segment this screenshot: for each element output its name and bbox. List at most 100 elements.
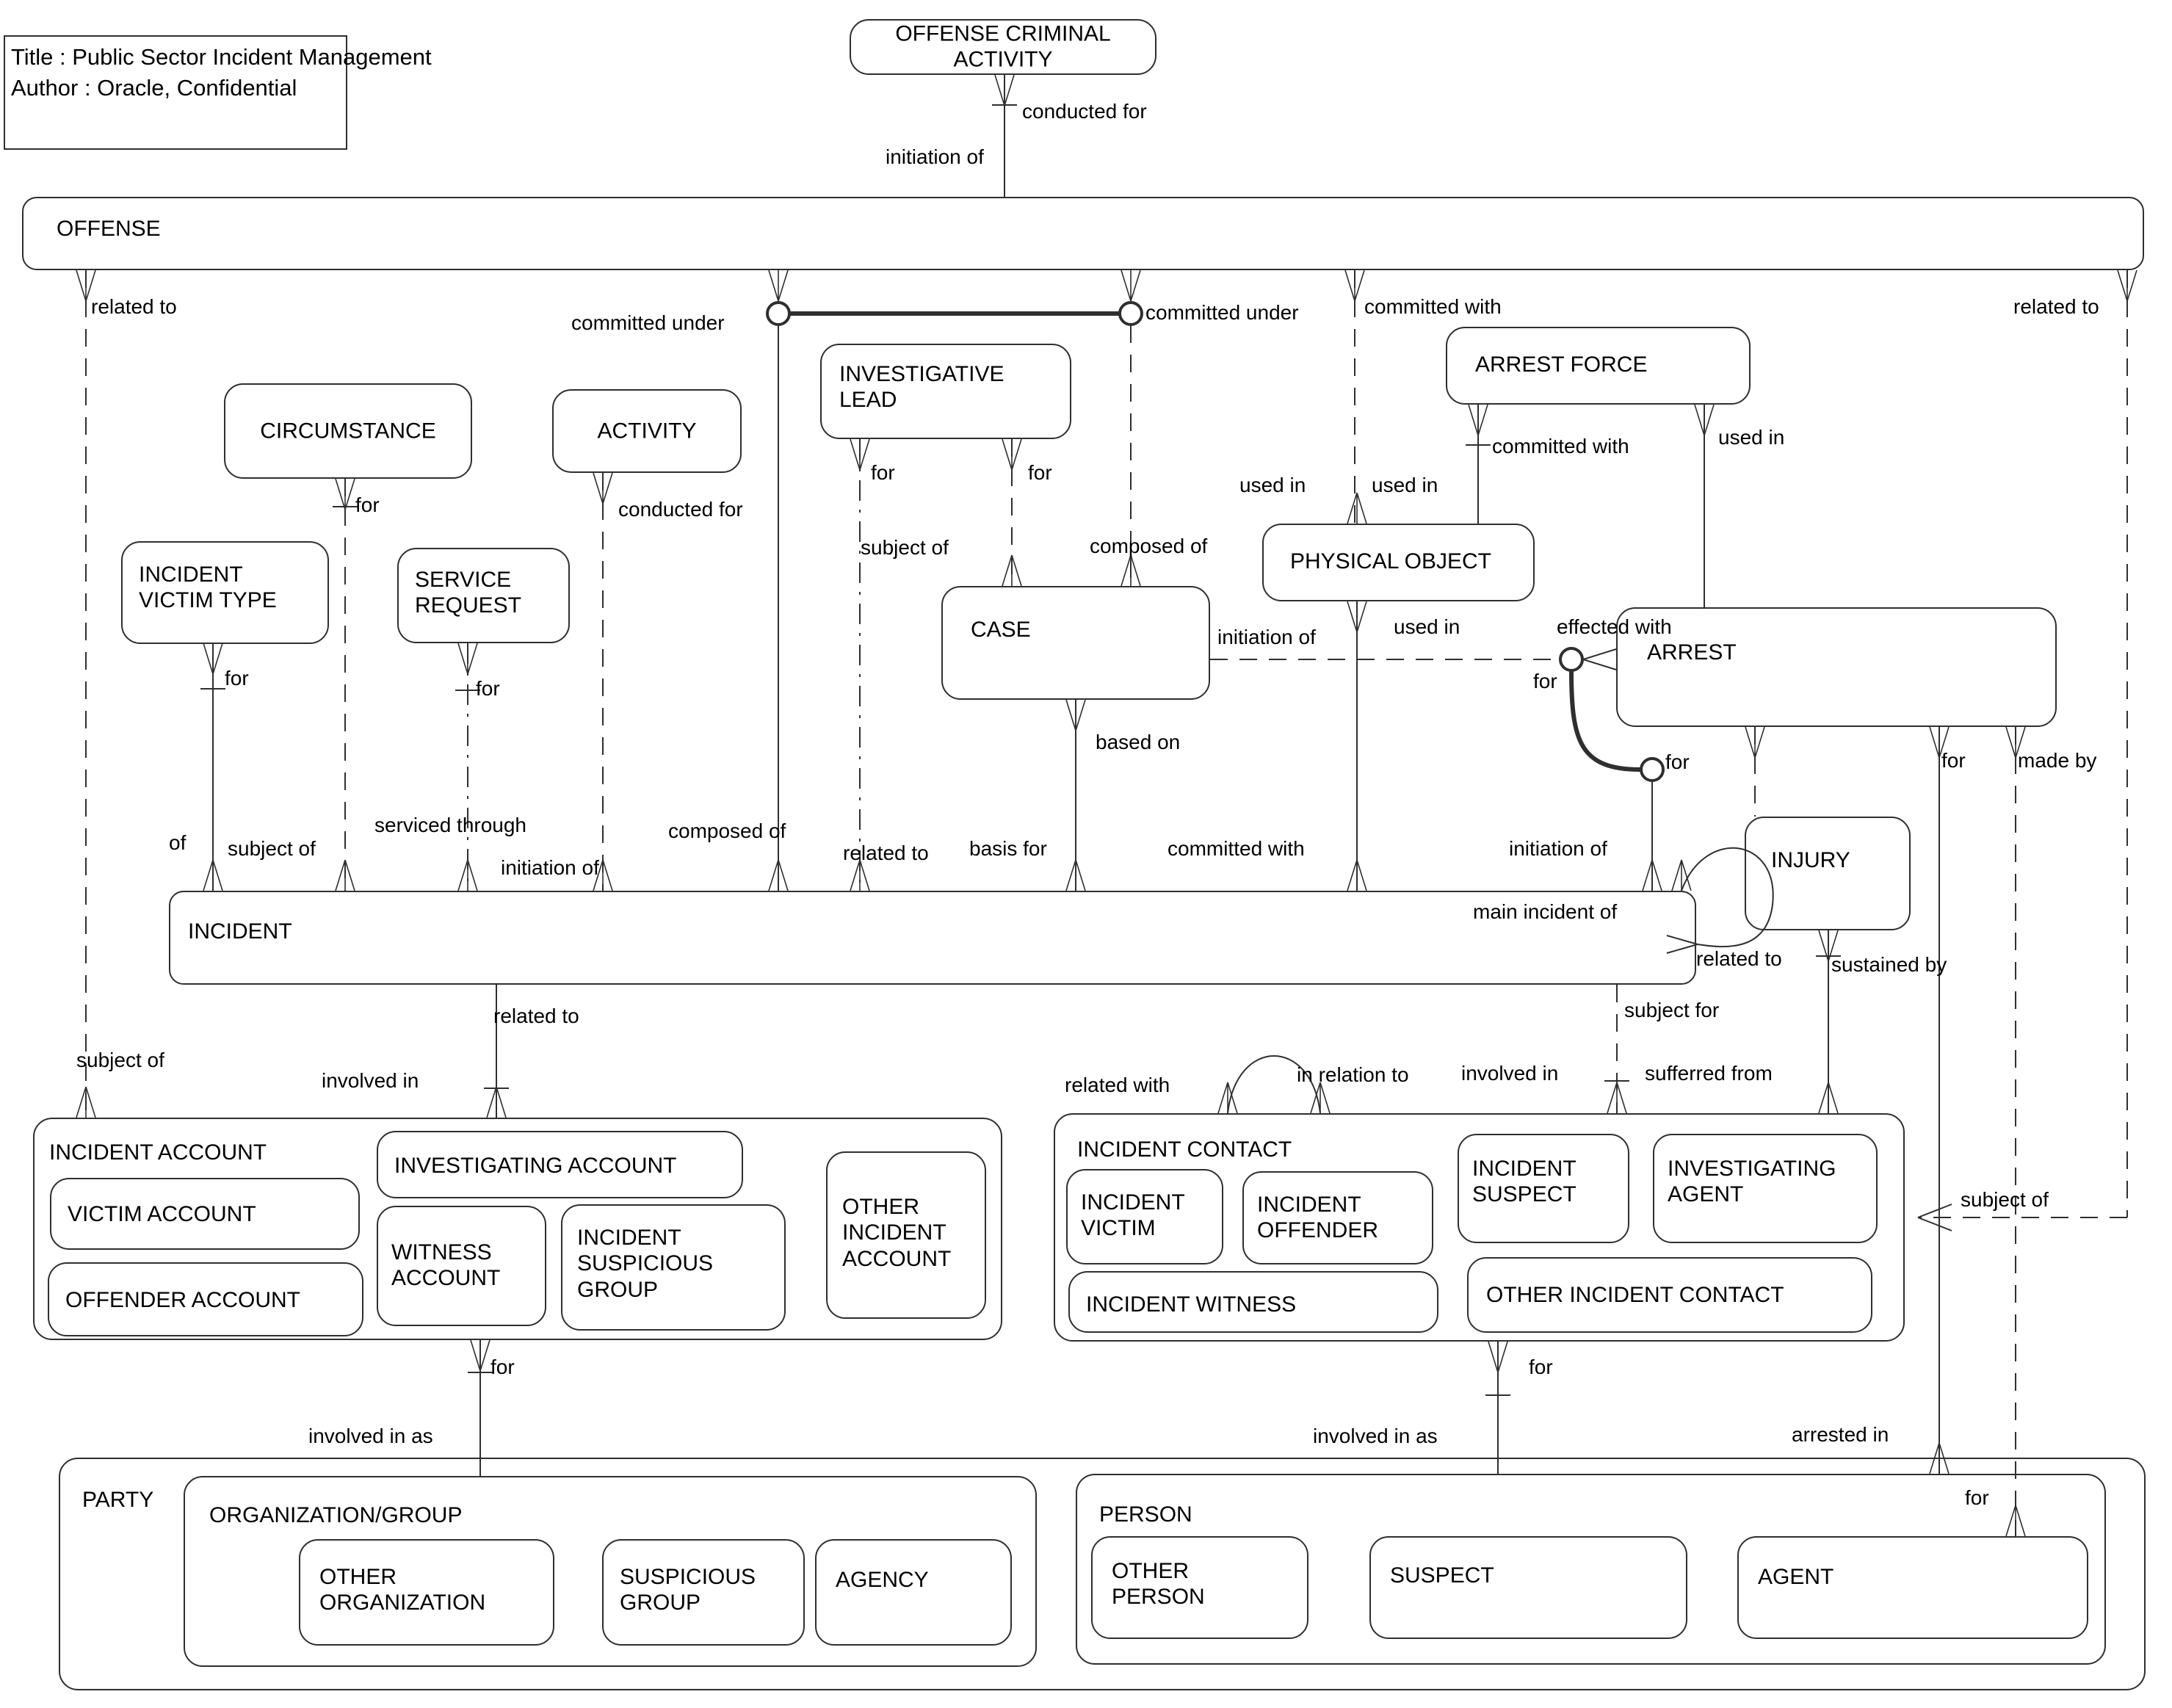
crow-foot [1065, 859, 1086, 891]
entity-incident-witness: INCIDENT WITNESS [1068, 1271, 1438, 1333]
entity-incident-suspect-label: INCIDENT SUSPECT [1472, 1157, 1576, 1207]
entity-witness-account-label: WITNESS ACCOUNT [391, 1240, 501, 1291]
entity-service-request: SERVICE REQUEST [397, 548, 570, 643]
relationship-label: made by [2018, 749, 2097, 772]
relationship-label: subject of [1961, 1188, 2049, 1211]
relationship-label: for [1028, 461, 1052, 484]
relationship-label: initiation of [501, 856, 599, 879]
relationship-label: arrested in [1792, 1423, 1889, 1446]
crow-foot [1347, 492, 1367, 524]
entity-suspicious-group-label: SUSPICIOUS GROUP [620, 1565, 756, 1615]
relationship-label: for [1941, 749, 1966, 772]
entity-other-organization-label: OTHER ORGANIZATION [319, 1565, 486, 1615]
relationship-label: initiation of [886, 145, 984, 168]
relationship-label: for [225, 667, 249, 690]
connector-arrowhead [1917, 1217, 1952, 1231]
relationship-label: for [490, 1356, 515, 1378]
crow-foot [1121, 554, 1141, 587]
crow-foot [1642, 859, 1662, 891]
entity-incident-suspect: INCIDENT SUSPECT [1458, 1134, 1629, 1243]
crow-foot [1002, 554, 1022, 587]
relationship-label: for [1529, 1356, 1553, 1378]
relationship-label: composed of [668, 819, 786, 842]
entity-incident-victim-type-label: INCIDENT VICTIM TYPE [139, 562, 277, 613]
entity-investigative-lead: INVESTIGATIVE LEAD [820, 344, 1071, 439]
relationship-label: for [1533, 670, 1557, 692]
relationship-label: used in [1239, 474, 1306, 496]
relationship-label: committed with [1364, 295, 1502, 318]
entity-agent-label: AGENT [1758, 1565, 1834, 1589]
relationship-label: related to [2013, 295, 2099, 318]
connector-arrowhead [1582, 659, 1617, 670]
entity-incident-offender: INCIDENT OFFENDER [1242, 1171, 1433, 1264]
crow-foot [593, 472, 613, 504]
entity-incident-victim: INCIDENT VICTIM [1066, 1169, 1223, 1264]
crow-foot [1310, 1082, 1331, 1114]
relationship-label: committed under [571, 311, 725, 334]
entity-person: PERSON [1076, 1474, 2106, 1665]
entity-organization-group: ORGANIZATION/GROUP [184, 1476, 1037, 1667]
crow-foot [1818, 1082, 1839, 1114]
relationship-label: sufferred from [1645, 1062, 1773, 1085]
entity-other-organization: OTHER ORGANIZATION [299, 1539, 554, 1646]
entity-incident: INCIDENT [169, 891, 1696, 985]
entity-incident-contact-label: INCIDENT CONTACT [1077, 1137, 1292, 1162]
entity-agency: AGENCY [815, 1539, 1012, 1646]
entity-case-label: CASE [971, 618, 1031, 642]
relationship-label: involved in [1461, 1062, 1559, 1085]
crow-foot [1347, 601, 1367, 633]
entity-circumstance-label: CIRCUMSTANCE [260, 419, 436, 444]
relationship-label: related to [91, 295, 177, 318]
crow-foot [1347, 859, 1367, 891]
relationship-label: initiation of [1509, 837, 1607, 860]
entity-injury-label: INJURY [1771, 848, 1850, 872]
entity-other-incident-contact-label: OTHER INCIDENT CONTACT [1486, 1283, 1784, 1307]
connector-arrowhead [1917, 1204, 1952, 1218]
connector-arrowhead [1582, 648, 1617, 660]
crow-foot [768, 269, 789, 302]
relationship-label: conducted for [1022, 100, 1147, 123]
relationship-label: committed under [1145, 301, 1299, 324]
entity-offender-account: OFFENDER ACCOUNT [48, 1262, 363, 1336]
crow-foot [1217, 1082, 1238, 1114]
entity-incident-offender-label: INCIDENT OFFENDER [1257, 1193, 1378, 1243]
entity-agency-label: AGENCY [836, 1568, 929, 1592]
entity-incident-account-label: INCIDENT ACCOUNT [49, 1140, 267, 1165]
entity-arrest: ARREST [1616, 607, 2057, 727]
relationship-label: sustained by [1831, 953, 1947, 976]
crow-foot [1344, 269, 1365, 302]
entity-offender-account-label: OFFENDER ACCOUNT [65, 1288, 301, 1312]
relationship-label: related to [1696, 947, 1782, 970]
relationship-label: effected with [1557, 615, 1672, 638]
entity-incident-label: INCIDENT [188, 919, 292, 944]
diagram-author: Author : Oracle, Confidential [11, 75, 297, 101]
relationship-label: main incident of [1473, 900, 1618, 923]
crow-foot [457, 643, 478, 675]
relationship-label: committed with [1168, 837, 1305, 860]
crow-foot [470, 1339, 490, 1372]
exclusive-arc-circle [1559, 647, 1584, 672]
relationship-label: in relation to [1297, 1063, 1409, 1086]
relationship-label: for [355, 493, 380, 516]
relationship-label: subject for [1624, 999, 1720, 1021]
entity-activity-label: ACTIVITY [597, 419, 697, 444]
entity-victim-account-label: VICTIM ACCOUNT [68, 1202, 256, 1226]
entity-service-request-label: SERVICE REQUEST [415, 568, 522, 618]
crow-foot [1694, 404, 1715, 436]
entity-victim-account: VICTIM ACCOUNT [50, 1178, 360, 1250]
entity-offense: OFFENSE [22, 197, 2144, 270]
entity-incident-account: INCIDENT ACCOUNT [33, 1118, 1002, 1340]
relationship-label: based on [1096, 731, 1181, 753]
exclusive-arc-circle [1640, 757, 1665, 782]
relationship-label: involved in as [308, 1425, 433, 1447]
crow-foot [1468, 404, 1488, 436]
entity-agent: AGENT [1737, 1536, 2088, 1639]
entity-physical-object: PHYSICAL OBJECT [1262, 524, 1535, 601]
crow-foot [1488, 1341, 1508, 1373]
relationship-label: subject of [228, 837, 316, 860]
diagram-title-box: Title : Public Sector Incident Managemen… [4, 35, 432, 150]
crow-foot [994, 74, 1015, 106]
entity-suspect-label: SUSPECT [1390, 1563, 1494, 1588]
exclusive-arc-circle [1118, 301, 1143, 326]
entity-person-label: PERSON [1099, 1502, 1192, 1527]
